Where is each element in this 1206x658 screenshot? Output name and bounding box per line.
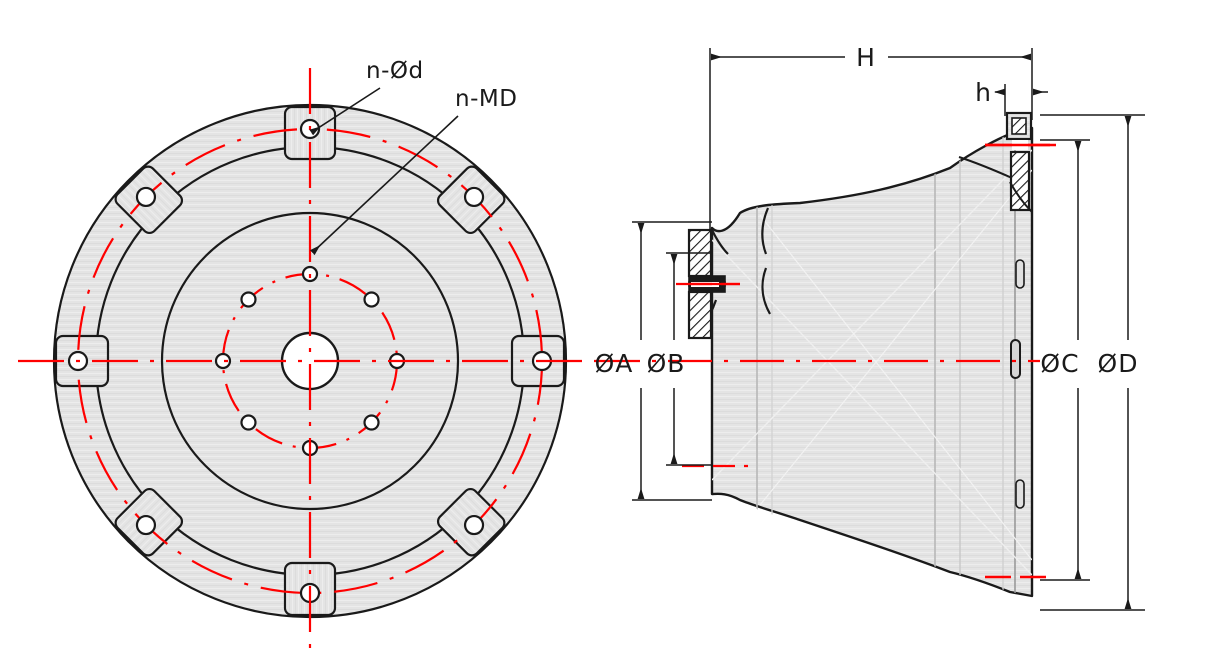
inner-hole [240,291,257,308]
label-n-md: n-MD [455,86,517,112]
leader-line-nd [309,87,381,136]
chamfer-leader-upper [958,156,1013,179]
annotation-group: n-Ød n-MD [309,58,517,256]
label-n-phi-d: n-Ød [366,58,424,84]
rim-slot-upper [1015,259,1025,289]
outer-bolt-holes-group [67,118,553,604]
flange-pad-upper-hatch [1011,117,1027,135]
dim-label-phi-A: ØA [595,349,634,378]
break-arc-bottom-left [761,267,771,315]
bolt-hole [135,186,157,208]
side-view-group [596,111,1056,598]
inner-hole [214,352,232,370]
hub-flange-lower-hatch [687,290,713,340]
break-arc-hub-upper [711,229,729,255]
dimension-group: H h ØA ØB ØC ØD [595,43,1145,611]
front-view-group [18,68,602,652]
break-arc-top-left [761,207,770,255]
dim-label-H: H [856,43,876,72]
inner-hole [363,291,380,308]
left-hub-assembly [676,228,740,340]
dim-label-h: h [975,78,992,107]
bolt-hole [463,514,485,536]
leader-line-nmd [309,115,459,256]
inner-hole [363,414,380,431]
rim-slot [1010,339,1021,379]
rim-slot-lower [1015,479,1025,509]
chamfer-leader-lower [1009,181,1033,213]
bolt-hole [463,186,485,208]
bolt-hole [135,514,157,536]
flange-pad-lower-hatch [1009,150,1031,212]
dim-label-phi-C: ØC [1040,349,1079,378]
dim-label-phi-B: ØB [647,349,686,378]
dim-label-phi-D: ØD [1098,349,1139,378]
inner-hole [240,414,257,431]
